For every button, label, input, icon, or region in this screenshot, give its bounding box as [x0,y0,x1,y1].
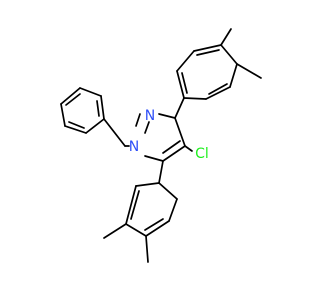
bond [184,145,193,152]
bond-inner [208,83,228,95]
molecule-diagram: N N Cl [0,0,300,300]
bond [158,160,164,184]
bond-inner [96,100,100,117]
bond [176,50,195,72]
bond-inner [162,140,181,154]
bonds [60,28,262,263]
bond [145,220,170,237]
nitrogen-label: N [129,139,139,155]
bond [79,87,102,97]
bond [135,182,160,187]
bond-inner [196,49,220,56]
bond [125,185,137,225]
methyl-bond [103,223,127,239]
background [0,0,300,300]
bond-inner [144,218,164,231]
atom-labels: N N Cl [129,108,209,162]
bond [205,86,231,100]
bond [100,95,105,120]
bond [144,121,150,134]
bond-inner [181,72,188,94]
bond [220,44,238,65]
bond [193,44,222,52]
bond [85,118,105,134]
methyl-bond [220,28,232,46]
bond [144,155,164,162]
bond [174,97,185,119]
bond-inner [130,190,140,220]
nitrogen-label: N [145,108,155,124]
bond [158,113,176,119]
bond-inner [135,113,141,127]
bond [168,198,178,222]
bond [60,87,81,105]
bond [60,103,66,127]
bond [125,223,147,237]
bond [176,70,185,99]
bond [64,125,87,134]
bond [158,182,178,200]
bond-inner [68,121,85,129]
bond-inner [65,93,81,106]
methyl-bond [145,235,149,263]
bond [174,117,186,147]
bond [103,118,126,147]
chlorine-label: Cl [195,146,209,162]
bond [229,63,238,88]
bond [162,145,186,162]
methyl-bond [236,63,262,79]
bond [183,97,207,100]
structure-canvas: N N Cl [0,0,300,300]
